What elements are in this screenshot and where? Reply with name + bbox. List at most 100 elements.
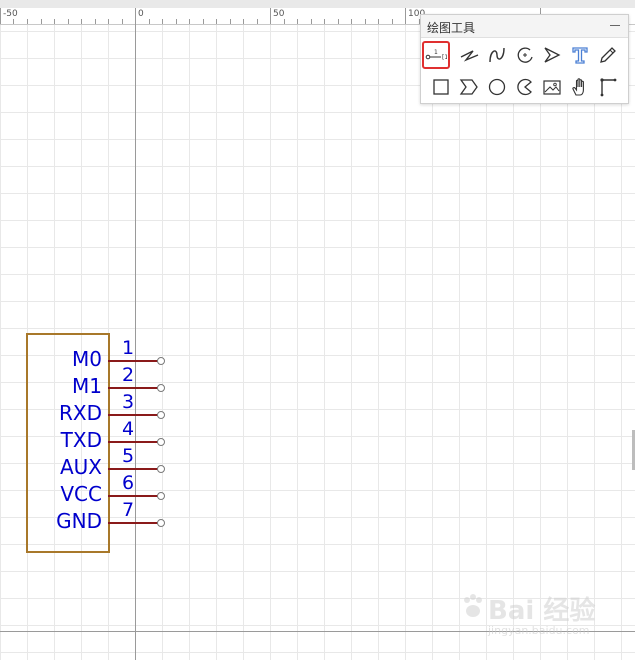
svg-text:[1: [1 [442, 54, 447, 61]
ruler-tick [270, 8, 271, 24]
pin-icon-label: 1 [434, 49, 438, 56]
ruler-tick [135, 8, 136, 24]
image-icon [543, 80, 561, 95]
pin-endpoint[interactable] [157, 384, 165, 392]
minimize-icon[interactable] [608, 18, 622, 32]
pin-endpoint[interactable] [157, 438, 165, 446]
pin-name-label: VCC [60, 482, 102, 506]
pie-icon [517, 78, 532, 96]
ruler-tick [284, 19, 285, 24]
ruler-tick [149, 19, 150, 24]
pin-endpoint[interactable] [157, 492, 165, 500]
ruler-tick [365, 19, 366, 24]
ruler-tick [243, 19, 244, 24]
pin-tool[interactable]: 1 [1 [422, 41, 450, 69]
ruler-tick [162, 19, 163, 24]
ruler-tick [311, 19, 312, 24]
circle-icon [488, 78, 506, 96]
bezier-curve-icon [489, 47, 505, 63]
text-t-icon [572, 47, 588, 64]
ruler-tick [324, 19, 325, 24]
paw-logo-icon [464, 594, 482, 617]
origin-tool[interactable] [595, 74, 621, 100]
ruler-tick [41, 19, 42, 24]
ruler-tick [338, 19, 339, 24]
pin-name-label: RXD [59, 401, 102, 425]
scrollbar-handle[interactable] [632, 430, 635, 470]
ruler-label: 50 [273, 9, 285, 19]
ruler-tick [54, 19, 55, 24]
pan-tool[interactable] [567, 74, 593, 100]
arrowhead-icon [544, 47, 561, 63]
rectangle-tool[interactable] [428, 74, 454, 100]
bezier-tool[interactable] [484, 42, 510, 68]
ruler-tick [81, 19, 82, 24]
circle-tool[interactable] [484, 74, 510, 100]
pin-line[interactable] [108, 468, 158, 470]
y-axis-line [135, 24, 136, 660]
pin-number-label: 1 [122, 337, 135, 359]
pin-number-label: 4 [122, 418, 135, 440]
ruler-tick [13, 19, 14, 24]
ruler-tick [392, 19, 393, 24]
pie-tool[interactable] [512, 74, 538, 100]
pin-line[interactable] [108, 387, 158, 389]
pin-line[interactable] [108, 360, 158, 362]
ruler-tick [189, 19, 190, 24]
ruler-label: -50 [3, 9, 18, 19]
wire-tool[interactable] [456, 42, 482, 68]
pin-endpoint[interactable] [157, 357, 165, 365]
drawing-tools-panel: 绘图工具 1 [1 [420, 14, 629, 104]
ruler-tick [95, 19, 96, 24]
text-tool[interactable] [567, 42, 593, 68]
ruler-tick [419, 19, 420, 24]
pin-name-label: TXD [60, 428, 102, 452]
ruler-tick [27, 19, 28, 24]
ruler-tick [405, 8, 406, 24]
polyline-icon [460, 50, 479, 62]
x-axis-line [0, 631, 635, 632]
ruler-tick [297, 19, 298, 24]
polygon-tool[interactable] [456, 74, 482, 100]
freehand-tool[interactable] [595, 42, 621, 68]
pin-name-label: M1 [72, 374, 102, 398]
pin-line[interactable] [108, 414, 158, 416]
pin-line[interactable] [108, 522, 158, 524]
pin-number-label: 7 [122, 499, 135, 521]
ruler-label: 0 [138, 9, 144, 19]
pin-icon: 1 [1 [425, 49, 447, 61]
ruler-tick [0, 8, 1, 24]
pin-endpoint[interactable] [157, 465, 165, 473]
panel-title: 绘图工具 [427, 21, 476, 35]
arrow-tool[interactable] [539, 42, 565, 68]
pin-number-label: 2 [122, 364, 135, 386]
ruler-tick [378, 19, 379, 24]
ruler-tick [108, 19, 109, 24]
ruler-tick [216, 19, 217, 24]
pin-endpoint[interactable] [157, 519, 165, 527]
watermark-url: jingyan.baidu.com [488, 624, 590, 637]
image-tool[interactable] [539, 74, 565, 100]
ruler-label: 100 [408, 9, 426, 19]
ruler-tick [122, 19, 123, 24]
ruler-tick [257, 19, 258, 24]
rectangle-icon [433, 79, 449, 95]
pin-name-label: M0 [72, 347, 102, 371]
arc-icon [517, 47, 533, 63]
pin-name-label: AUX [59, 455, 102, 479]
watermark-brand: Bai 经验 [488, 596, 596, 626]
pin-number-label: 6 [122, 472, 135, 494]
ruler-tick [230, 19, 231, 24]
chevron-shape-icon [459, 79, 478, 95]
component-body[interactable] [26, 333, 110, 553]
ruler-tick [68, 19, 69, 24]
pin-line[interactable] [108, 495, 158, 497]
pin-name-label: GND [56, 509, 102, 533]
pin-line[interactable] [108, 441, 158, 443]
ruler-tick [203, 19, 204, 24]
pin-number-label: 3 [122, 391, 135, 413]
panel-header[interactable]: 绘图工具 [421, 15, 628, 38]
arc-tool[interactable] [512, 42, 538, 68]
pin-endpoint[interactable] [157, 411, 165, 419]
